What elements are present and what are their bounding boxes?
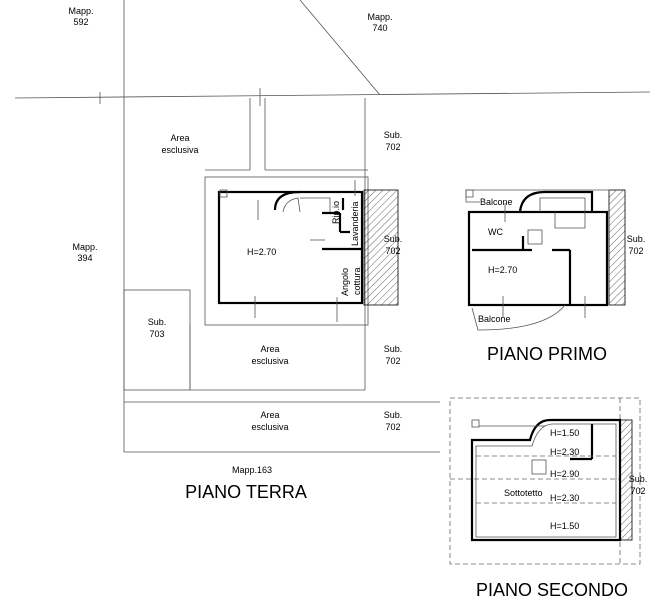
sub-702-number: 702 (385, 246, 400, 256)
area-esclusiva-2: Area (260, 344, 279, 354)
height-label-230-bottom: H=2.30 (550, 493, 579, 503)
sub-703-number: 703 (149, 329, 164, 339)
room-label-sottotetto: Sottotetto (504, 488, 543, 498)
height-label-150-top: H=1.50 (550, 428, 579, 438)
area-esclusiva-3b: esclusiva (251, 422, 288, 432)
mapp-592-label: Mapp. (68, 6, 93, 16)
title-piano-secondo: PIANO SECONDO (476, 580, 628, 600)
sub-703-label: Sub. (148, 317, 167, 327)
height-label-290: H=2.90 (550, 469, 579, 479)
title-piano-terra: PIANO TERRA (185, 482, 307, 502)
mapp-163-label: Mapp.163 (232, 465, 272, 475)
lot-boundaries (14, 0, 650, 453)
room-label-angolo-cottura-1: Angolo (340, 268, 350, 296)
sub-702-number: 702 (385, 356, 400, 366)
mapp-592-number: 592 (73, 17, 88, 27)
title-piano-primo: PIANO PRIMO (487, 344, 607, 364)
area-esclusiva-2b: esclusiva (251, 356, 288, 366)
room-height-label: H=2.70 (247, 247, 276, 257)
room-label-wc: WC (488, 227, 503, 237)
balcone-label-bottom: Balcone (478, 314, 511, 324)
mapp-740-label: Mapp. (367, 12, 392, 22)
piano-primo-plan: Balcone WC H=2.70 Balcone (465, 189, 626, 331)
sub-702-label: Sub. (384, 410, 403, 420)
sub-702-label: Sub. (384, 234, 403, 244)
sub-702-number: 702 (385, 422, 400, 432)
room-height-label: H=2.70 (488, 265, 517, 275)
piano-secondo-plan: H=1.50 H=2.30 H=2.90 Sottotetto H=2.30 H… (449, 397, 641, 565)
mapp-394-number: 394 (77, 253, 92, 263)
sub-702-number: 702 (630, 486, 645, 496)
area-esclusiva-1: Area (170, 133, 189, 143)
piano-terra-plan: H=2.70 Rip.io Lavanderia Angolo cottura (217, 180, 399, 322)
sub-702-label: Sub. (384, 344, 403, 354)
sub-702-label: Sub. (629, 474, 648, 484)
height-label-150-bottom: H=1.50 (550, 521, 579, 531)
sub-702-number: 702 (385, 142, 400, 152)
room-label-ripostiglio: Rip.io (331, 201, 341, 224)
balcone-label-top: Balcone (480, 197, 513, 207)
room-label-lavanderia: Lavanderia (350, 201, 360, 246)
height-label-230-top: H=2.30 (550, 447, 579, 457)
area-esclusiva-3: Area (260, 410, 279, 420)
room-label-angolo-cottura-2: cottura (352, 267, 362, 295)
sub-702-number: 702 (628, 246, 643, 256)
area-esclusiva-1b: esclusiva (161, 145, 198, 155)
parcel-labels: Mapp. 592 Mapp. 740 Mapp. 394 Mapp.163 A… (68, 6, 647, 600)
sub-702-label: Sub. (384, 130, 403, 140)
mapp-394-label: Mapp. (72, 242, 97, 252)
sub-702-label: Sub. (627, 234, 646, 244)
mapp-740-number: 740 (372, 23, 387, 33)
